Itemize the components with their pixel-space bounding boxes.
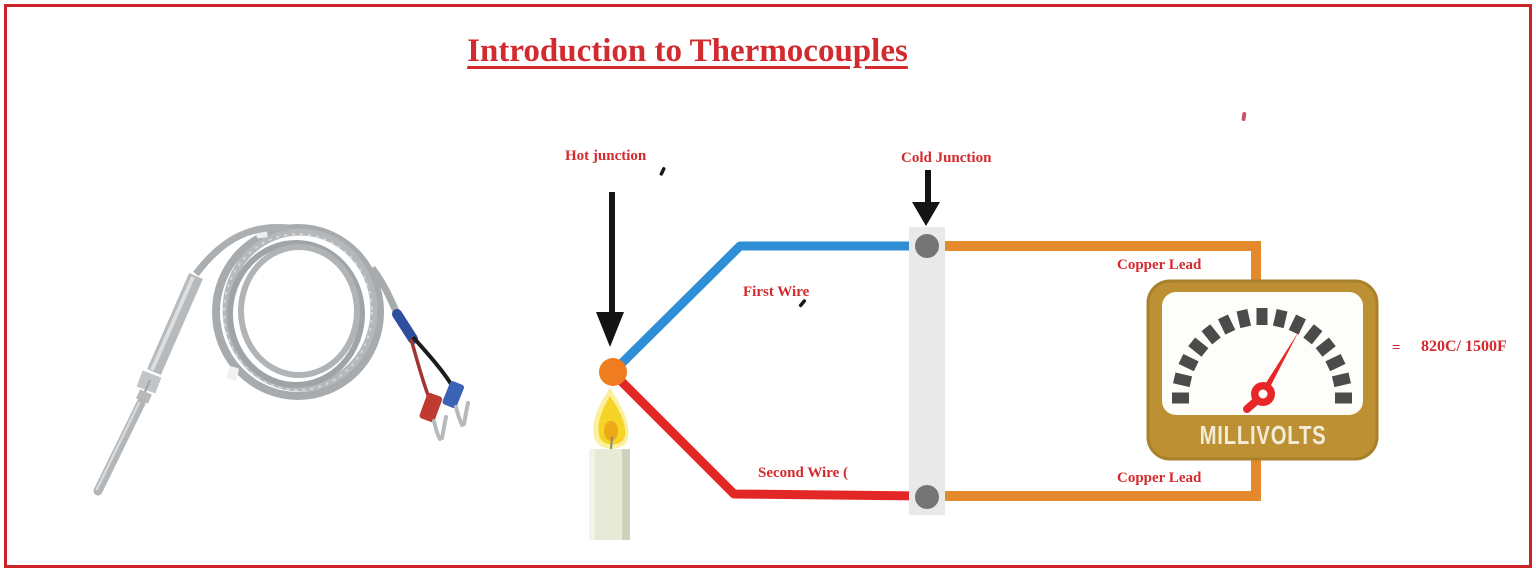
first-wire xyxy=(614,241,930,371)
second-wire xyxy=(616,376,931,501)
cold-junction-block xyxy=(909,227,945,515)
copper-lead-bottom-label: Copper Lead xyxy=(1117,470,1202,486)
meter-dial-face xyxy=(1162,292,1363,415)
cable-coil-loop xyxy=(222,228,378,392)
cable-coil-loop xyxy=(227,240,365,388)
black-lead-wire xyxy=(411,335,453,386)
candle-wick xyxy=(610,436,613,450)
reading-equals-sign: = xyxy=(1392,340,1401,356)
candle xyxy=(589,388,630,540)
probe-sheath-highlight xyxy=(150,276,195,371)
cable-segment xyxy=(193,224,289,277)
fork-lug xyxy=(454,401,470,427)
cable-coil-loop xyxy=(238,244,360,378)
arrow-head xyxy=(912,202,940,226)
second-wire-label: Second Wire ( xyxy=(758,465,849,481)
copper-lead-top-label: Copper Lead xyxy=(1117,257,1202,273)
cable-braid-highlight xyxy=(223,233,373,391)
millivolt-meter xyxy=(1146,279,1379,461)
candle-shade xyxy=(622,449,630,540)
cold-junction-arrow-icon xyxy=(912,170,940,226)
blue-cable-sheath xyxy=(392,309,418,344)
cold-junction-dot-bottom xyxy=(915,485,939,509)
stray-red-mark xyxy=(1241,112,1247,121)
needle-hub-center xyxy=(1258,389,1268,399)
flame-core xyxy=(604,421,618,441)
cable-coil-loop xyxy=(212,224,384,400)
hot-junction-label: Hot junction xyxy=(565,148,647,164)
cable-tie xyxy=(226,366,239,381)
candle-highlight xyxy=(589,449,595,540)
thermocouple-probe-photo xyxy=(93,224,470,496)
arrow-shaft xyxy=(609,192,615,314)
arrow-shaft xyxy=(925,170,931,204)
probe-tip xyxy=(93,398,146,496)
probe-sheath xyxy=(147,272,203,376)
cold-junction-dot-top xyxy=(915,234,939,258)
hot-junction-arrow-icon xyxy=(596,192,624,347)
meter-tick-marks xyxy=(1172,308,1352,404)
first-wire-label: First Wire xyxy=(743,284,810,300)
fork-lug xyxy=(432,415,448,441)
millivolts-label: MILLIVOLTS xyxy=(1199,420,1327,450)
hot-junction-dot xyxy=(599,358,627,386)
probe-tip-highlight xyxy=(95,401,141,491)
blue-crimp-terminal xyxy=(442,381,465,409)
meter-needle xyxy=(1257,331,1299,397)
red-lead-wire xyxy=(409,338,430,396)
red-crimp-terminal xyxy=(419,392,443,423)
stray-black-mark xyxy=(798,299,807,308)
cold-junction-label: Cold Junction xyxy=(901,150,992,166)
reading-value: 820C/ 1500F xyxy=(1421,338,1507,355)
arrow-head xyxy=(596,312,624,347)
stray-black-mark xyxy=(659,167,666,176)
page-title: Introduction to Thermocouples xyxy=(467,33,908,69)
